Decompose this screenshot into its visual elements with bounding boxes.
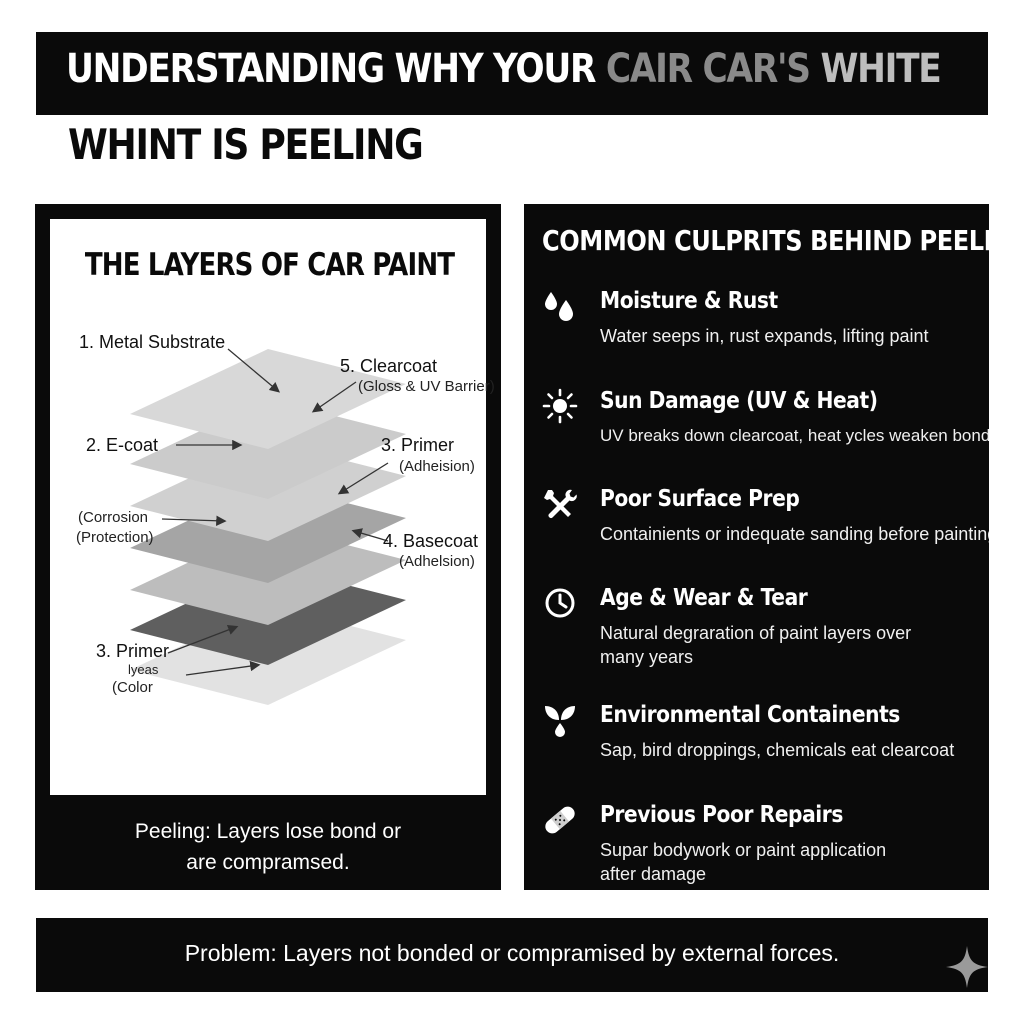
arrow-primer-bottom-2 xyxy=(185,660,261,676)
label-metal-substrate: 1. Metal Substrate xyxy=(79,332,226,352)
culprit-desc-line: many years xyxy=(600,647,694,667)
label-layers-small: lyeas xyxy=(128,662,159,677)
culprit-desc-line: UV breaks down clearcoat, heat ycles wea… xyxy=(600,426,989,445)
label-primer-top: 3. Primer xyxy=(381,435,455,455)
culprit-description: UV breaks down clearcoat, heat ycles wea… xyxy=(600,424,989,448)
culprit-description: Water seeps in, rust expands, lifting pa… xyxy=(600,324,989,348)
page-title-line1: UNDERSTANDING WHY YOUR CAIR CAR'S WHITE xyxy=(66,46,942,92)
arrow-primer-top xyxy=(337,462,389,495)
title-part-a: UNDERSTANDING WHY YOUR xyxy=(66,46,606,92)
culprit-desc-line: after damage xyxy=(600,864,707,884)
problem-summary-text: Problem: Layers not bonded or compramise… xyxy=(184,940,840,966)
culprit-title: Poor Surface Prep xyxy=(600,486,800,512)
title-part-c: WHITE xyxy=(809,46,941,92)
culprit-title: Previous Poor Repairs xyxy=(600,802,843,828)
diagram-title: THE LAYERS OF CAR PAINT xyxy=(84,247,455,283)
peeling-note: Peeling: Layers lose bond or are compram… xyxy=(35,816,501,878)
peeling-note-line2: are compramsed. xyxy=(186,851,350,874)
peeling-note-line1: Peeling: Layers lose bond or xyxy=(134,820,402,843)
arrow-primer-bottom-1 xyxy=(167,624,239,654)
culprits-title: COMMON CULPRITS BEHIND PEELING xyxy=(542,224,989,257)
culprit-desc-line: Containients or indequate sanding before… xyxy=(600,524,989,544)
culprit-description: Sap, bird droppings, chemicals eat clear… xyxy=(600,738,989,762)
culprit-description: Containients or indequate sanding before… xyxy=(600,522,989,546)
arrow-basecoat xyxy=(351,528,389,542)
label-primer-bottom: 3. Primer xyxy=(96,641,170,661)
label-basecoat-sub: (Adhelsion) xyxy=(399,553,475,570)
culprits-panel: COMMON CULPRITS BEHIND PEELING Moisture … xyxy=(524,204,989,890)
label-corrosion: (Corrosion xyxy=(78,509,149,526)
culprit-title: Environmental Containents xyxy=(600,702,900,728)
culprit-desc-line: Sap, bird droppings, chemicals eat clear… xyxy=(600,740,955,760)
bandage-icon xyxy=(545,806,575,834)
arrow-metal-substrate xyxy=(227,348,280,393)
layers-stack-illustration xyxy=(130,348,406,705)
layer-top-clearcoat xyxy=(130,349,406,449)
culprit-description: Supar bodywork or paint application afte… xyxy=(600,838,989,886)
culprit-description: Natural degraration of paint layers over… xyxy=(600,621,989,669)
culprit-desc-line: Supar bodywork or paint application xyxy=(600,840,887,860)
layers-diagram-card: THE LAYERS OF CAR PAINT xyxy=(50,219,495,795)
label-color: (Color xyxy=(112,679,153,696)
tools-icon xyxy=(544,489,577,518)
page-title-line2: WHINT IS PEELING xyxy=(68,120,424,169)
label-protection: (Protection) xyxy=(76,529,154,546)
label-clearcoat-sub: (Gloss & UV Barrier) xyxy=(358,378,495,395)
leaf-drop-icon xyxy=(545,706,575,737)
label-basecoat: 4. Basecoat xyxy=(383,531,479,551)
clock-icon xyxy=(545,588,575,618)
label-primer-top-sub: (Adheision) xyxy=(399,458,475,475)
arrow-corrosion xyxy=(161,515,227,526)
sun-icon xyxy=(542,388,578,424)
arrow-clearcoat xyxy=(311,381,357,413)
culprit-title: Moisture & Rust xyxy=(600,288,778,314)
title-part-b: CAIR CAR'S xyxy=(605,46,811,92)
culprit-desc-line: Natural degraration of paint layers over xyxy=(600,623,912,643)
culprit-title: Age & Wear & Tear xyxy=(600,585,808,611)
label-clearcoat: 5. Clearcoat xyxy=(340,356,438,376)
water-drops-icon xyxy=(545,292,573,321)
culprit-title: Sun Damage (UV & Heat) xyxy=(600,388,878,414)
problem-summary-bar: Problem: Layers not bonded or compramise… xyxy=(36,918,988,992)
paint-layers-panel: THE LAYERS OF CAR PAINT xyxy=(35,204,501,890)
label-e-coat: 2. E-coat xyxy=(86,435,159,455)
sparkle-icon xyxy=(946,946,988,988)
culprit-desc-line: Water seeps in, rust expands, lifting pa… xyxy=(600,326,929,346)
title-bar: UNDERSTANDING WHY YOUR CAIR CAR'S WHITE xyxy=(36,32,988,115)
